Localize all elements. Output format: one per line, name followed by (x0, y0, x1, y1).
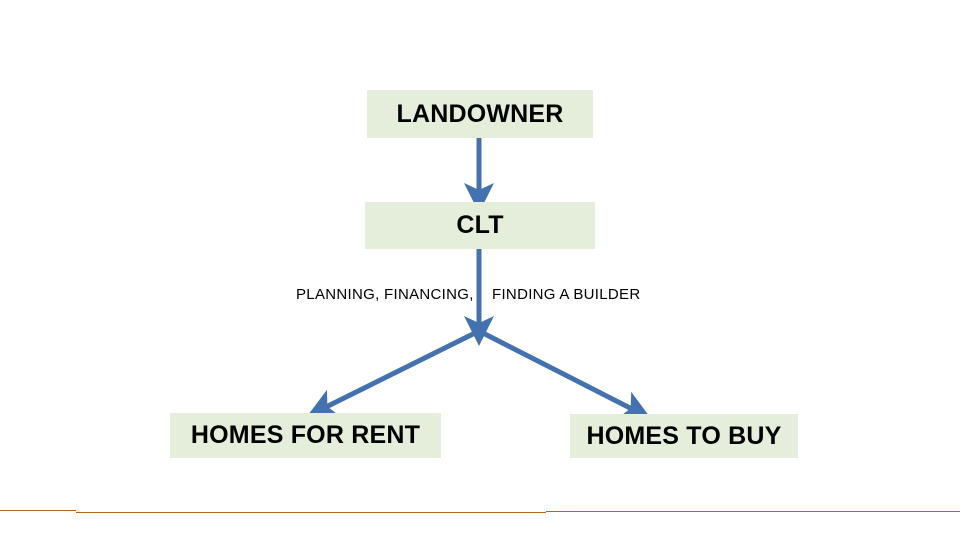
node-homes-to-buy: HOMES TO BUY (570, 414, 798, 458)
arrow-junction-to-homes-for-rent (306, 329, 479, 417)
node-clt-label: CLT (456, 211, 504, 239)
node-homes-to-buy-label: HOMES TO BUY (586, 421, 782, 450)
node-landowner: LANDOWNER (367, 90, 593, 138)
node-clt: CLT (365, 202, 595, 249)
node-landowner-label: LANDOWNER (396, 99, 564, 128)
arrow-junction-to-homes-to-buy (479, 329, 652, 419)
footer-rule-right (546, 511, 960, 512)
footer-rule-left (0, 510, 76, 511)
caption-finding-a-builder: FINDING A BUILDER (492, 286, 641, 303)
footer-rule-middle (76, 512, 546, 513)
node-homes-for-rent: HOMES FOR RENT (170, 413, 441, 458)
node-homes-for-rent-label: HOMES FOR RENT (190, 421, 421, 449)
caption-planning-financing: PLANNING, FINANCING, (296, 286, 474, 303)
